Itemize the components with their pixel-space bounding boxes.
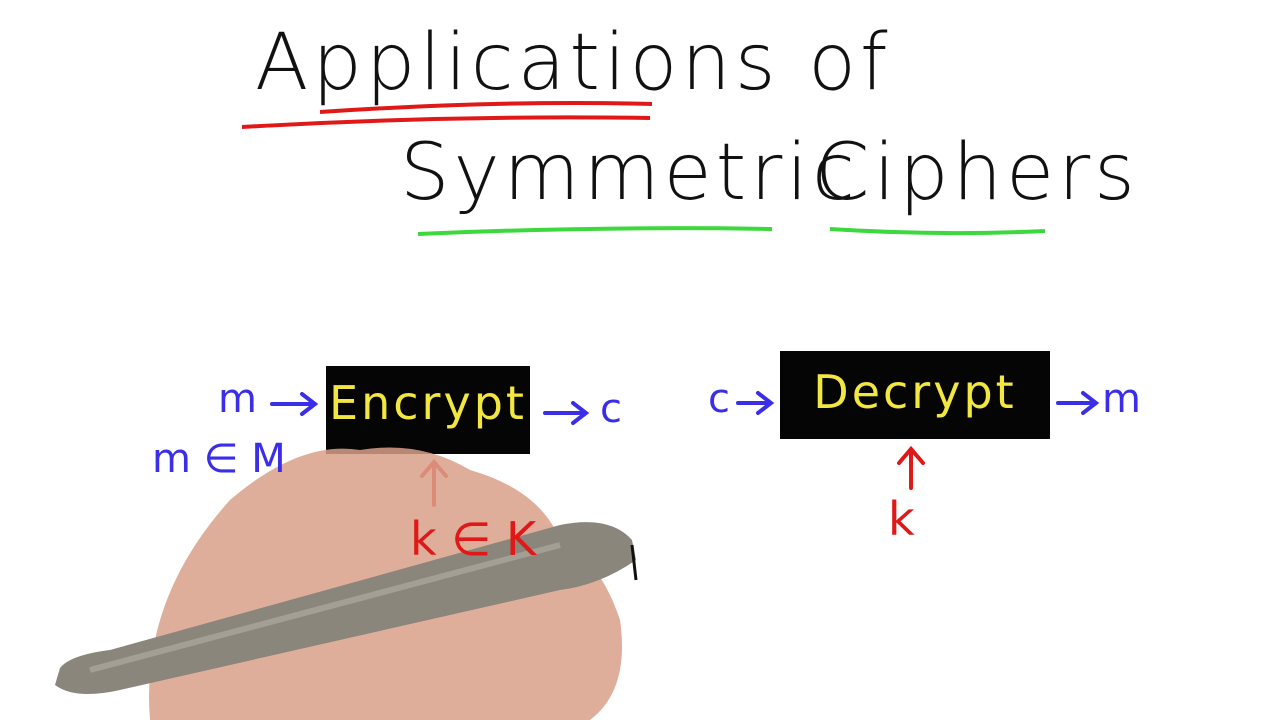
decrypt-label: Decrypt: [813, 365, 1017, 419]
decrypt-output-m: m: [1102, 376, 1141, 422]
m-to-encrypt-arrow: [270, 392, 319, 416]
encrypt-output-c: c: [600, 386, 622, 432]
pen-tip: [630, 544, 638, 581]
message-space-label: m ∈ M: [152, 436, 286, 482]
decrypt-key-k: k: [888, 492, 915, 546]
title-word-symmetric: Symmetric: [400, 128, 859, 218]
encrypt-to-c-arrow: [543, 401, 590, 425]
decrypt-box: Decrypt: [780, 351, 1050, 439]
encrypt-box: Encrypt: [326, 366, 530, 454]
ciphers-green-underline: [829, 227, 1046, 236]
decrypt-input-c: c: [708, 376, 730, 422]
c-to-decrypt-arrow: [736, 391, 775, 415]
decrypt-to-m-arrow: [1056, 391, 1100, 415]
symmetric-green-underline: [417, 226, 773, 236]
title-red-underline: [241, 101, 653, 129]
encrypt-input-m: m: [218, 376, 257, 422]
title-word-ciphers: Ciphers: [815, 128, 1139, 218]
pen-highlight: [89, 542, 561, 673]
key-space-label: k ∈ K: [410, 512, 537, 566]
encrypt-label: Encrypt: [329, 376, 527, 430]
title-line-1: Applications of: [255, 18, 892, 108]
key-to-decrypt-arrow: [897, 445, 925, 490]
